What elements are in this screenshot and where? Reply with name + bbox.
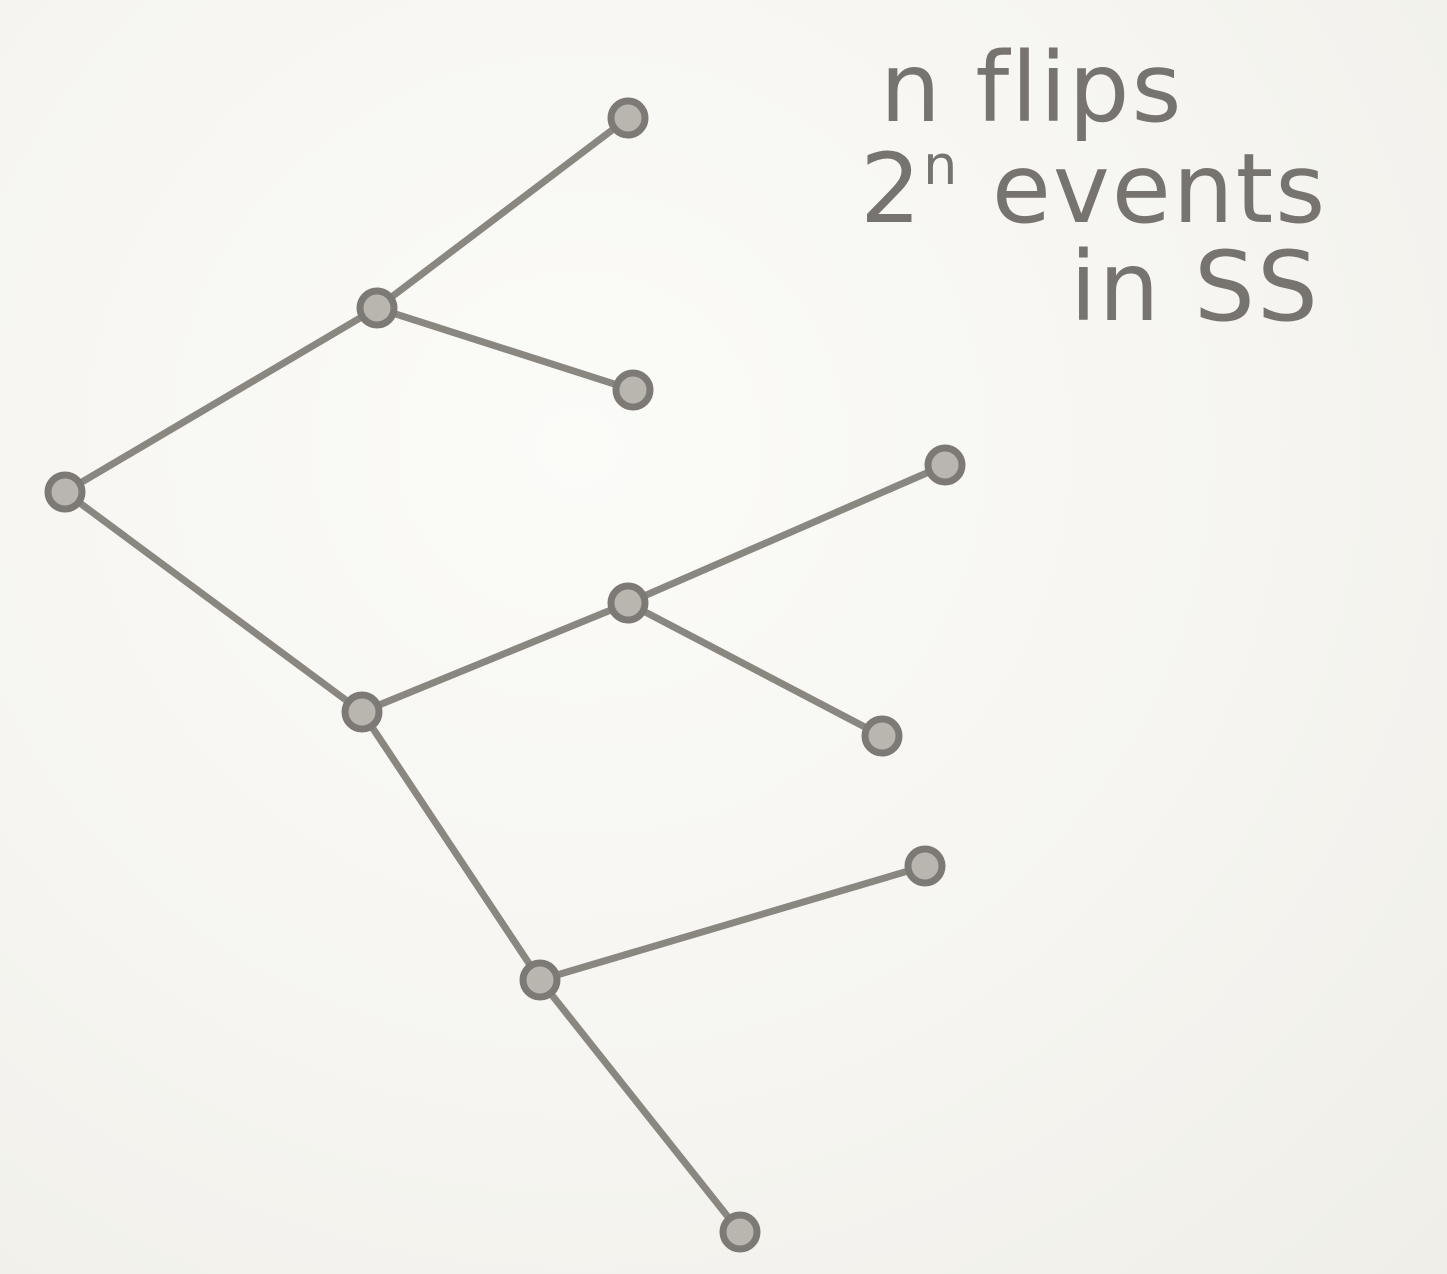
node-upper-branch [356, 287, 398, 329]
edge-upper-branch-to-upper-leaf-2 [373, 304, 637, 394]
note-line-flips: n flips [880, 32, 1184, 144]
node-upper-leaf-2 [612, 369, 654, 411]
node-root [44, 471, 86, 513]
edge-root-to-upper-branch [61, 304, 381, 496]
note-events-base: 2 [860, 132, 924, 245]
node-middle-sub-branch [607, 582, 649, 624]
node-middle-leaf-2 [861, 715, 903, 757]
edge-lower-branch-to-lower-leaf-1 [536, 862, 929, 984]
edge-middle-sub-branch-to-middle-leaf-1 [624, 461, 949, 607]
handwritten-note: n flips 2n events in SS [860, 32, 1440, 343]
note-events-text: events [959, 132, 1328, 245]
edge-middle-sub-branch-to-middle-leaf-2 [624, 599, 886, 740]
tree-edges [61, 114, 949, 1236]
tree-nodes [44, 97, 966, 1253]
edge-lower-branch-to-lower-leaf-2 [536, 976, 744, 1236]
note-events-exponent: n [923, 133, 960, 197]
node-lower-branch [519, 959, 561, 1001]
edge-middle-branch-to-middle-sub-branch [358, 599, 632, 716]
node-upper-leaf-1 [607, 97, 649, 139]
edge-middle-branch-to-lower-branch [358, 708, 544, 984]
edge-upper-branch-to-upper-leaf-1 [373, 114, 632, 312]
note-line-sample-space: in SS [1070, 230, 1320, 343]
node-middle-leaf-1 [924, 444, 966, 486]
node-lower-leaf-2 [719, 1211, 761, 1253]
node-lower-leaf-1 [904, 845, 946, 887]
edge-root-to-middle-branch [61, 488, 366, 716]
node-middle-branch [341, 691, 383, 733]
note-line-events: 2n events [860, 138, 1440, 239]
